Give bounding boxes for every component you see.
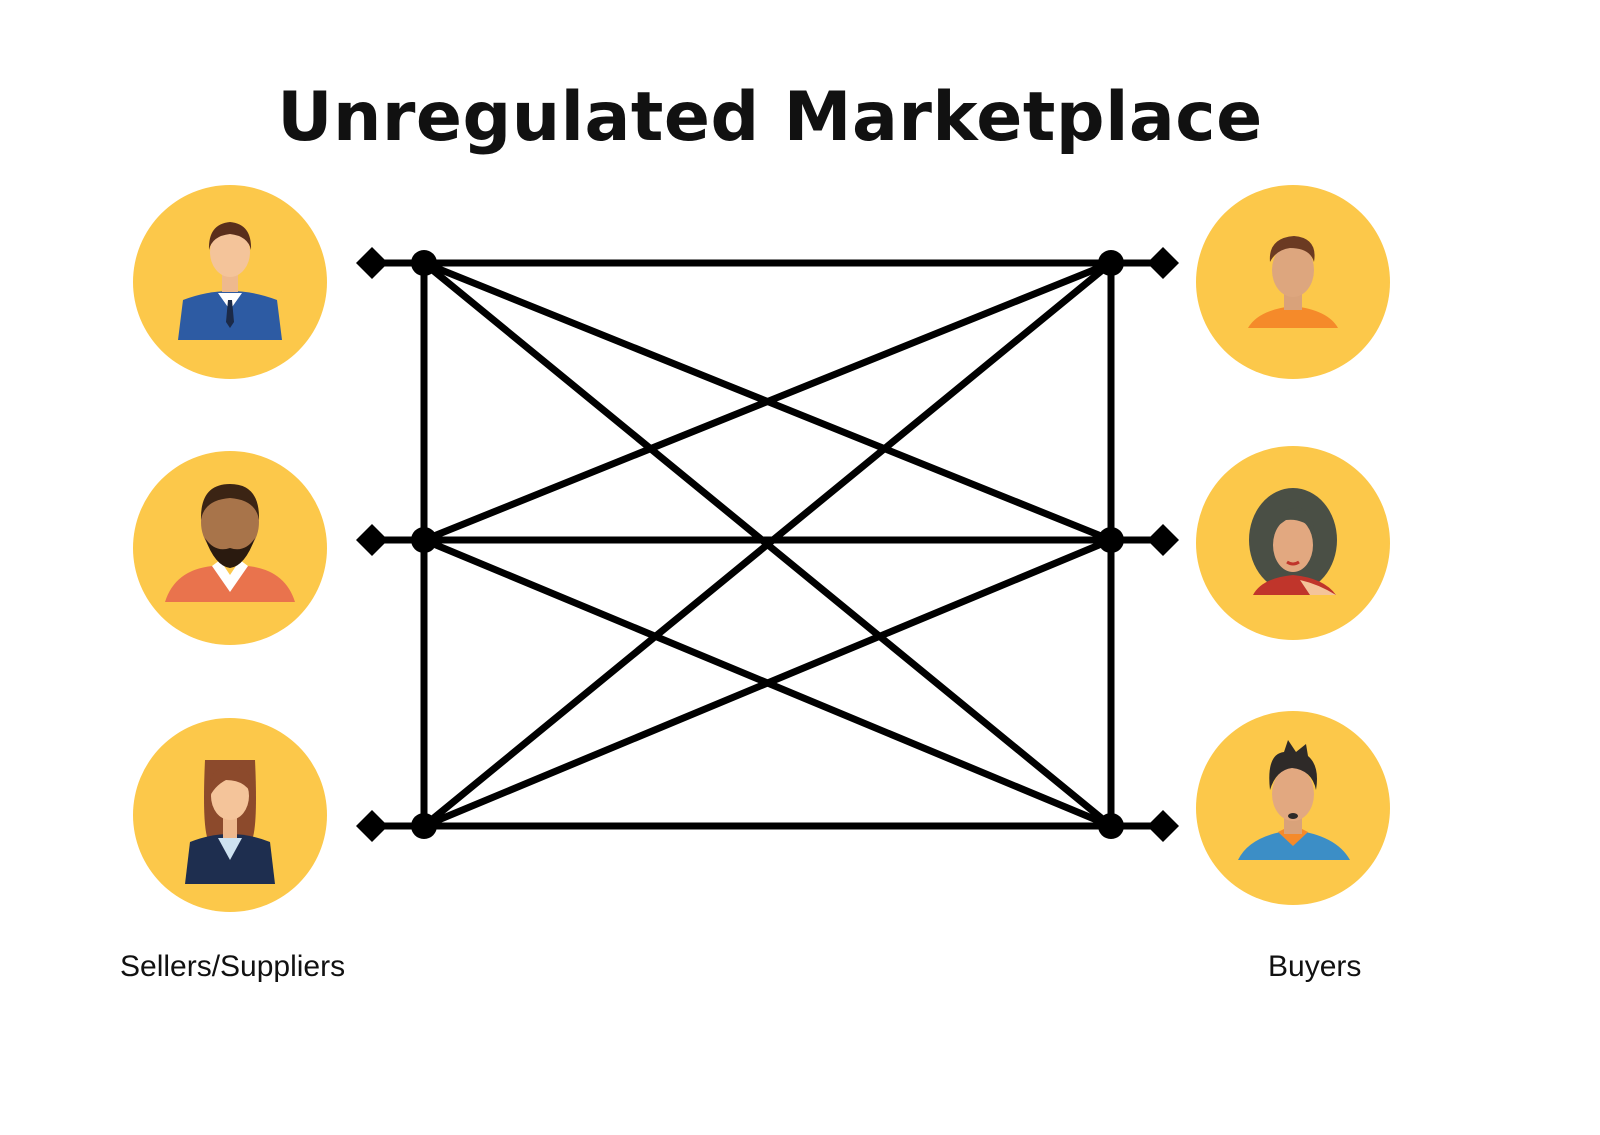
connection-line — [420, 259, 1115, 830]
endpoint-markers — [356, 247, 1179, 842]
connection-network — [368, 259, 1167, 830]
buyers-label: Buyers — [1268, 950, 1362, 983]
sellers-label: Sellers/Suppliers — [120, 950, 346, 983]
seller-avatar-3 — [133, 718, 327, 912]
junction-node — [411, 250, 437, 276]
buyers-column — [1196, 185, 1390, 905]
junction-node — [1098, 250, 1124, 276]
diamond-marker — [1147, 247, 1179, 279]
junction-node — [1098, 813, 1124, 839]
young-man-avatar-icon — [1248, 236, 1338, 328]
curly-haired-woman-avatar-icon — [1249, 488, 1337, 595]
seller-avatar-2 — [133, 451, 327, 645]
junction-node — [411, 527, 437, 553]
diagram-title: Unregulated Marketplace — [277, 78, 1263, 157]
buyer-avatar-2 — [1196, 446, 1390, 640]
connection-line — [420, 259, 1115, 544]
spiky-haired-man-avatar-icon — [1238, 740, 1350, 860]
seller-avatar-1 — [133, 185, 327, 379]
businesswoman-avatar-icon — [185, 760, 275, 884]
bearded-man-avatar-icon — [165, 484, 295, 602]
connection-line — [420, 536, 1115, 830]
sellers-column — [133, 185, 327, 912]
junction-node — [1098, 527, 1124, 553]
junction-node — [411, 813, 437, 839]
diamond-marker — [356, 247, 388, 279]
diamond-marker — [356, 524, 388, 556]
businessman-avatar-icon — [178, 222, 282, 340]
diamond-marker — [1147, 810, 1179, 842]
buyer-avatar-3 — [1196, 711, 1390, 905]
diamond-marker — [1147, 524, 1179, 556]
diamond-marker — [356, 810, 388, 842]
buyer-avatar-1 — [1196, 185, 1390, 379]
